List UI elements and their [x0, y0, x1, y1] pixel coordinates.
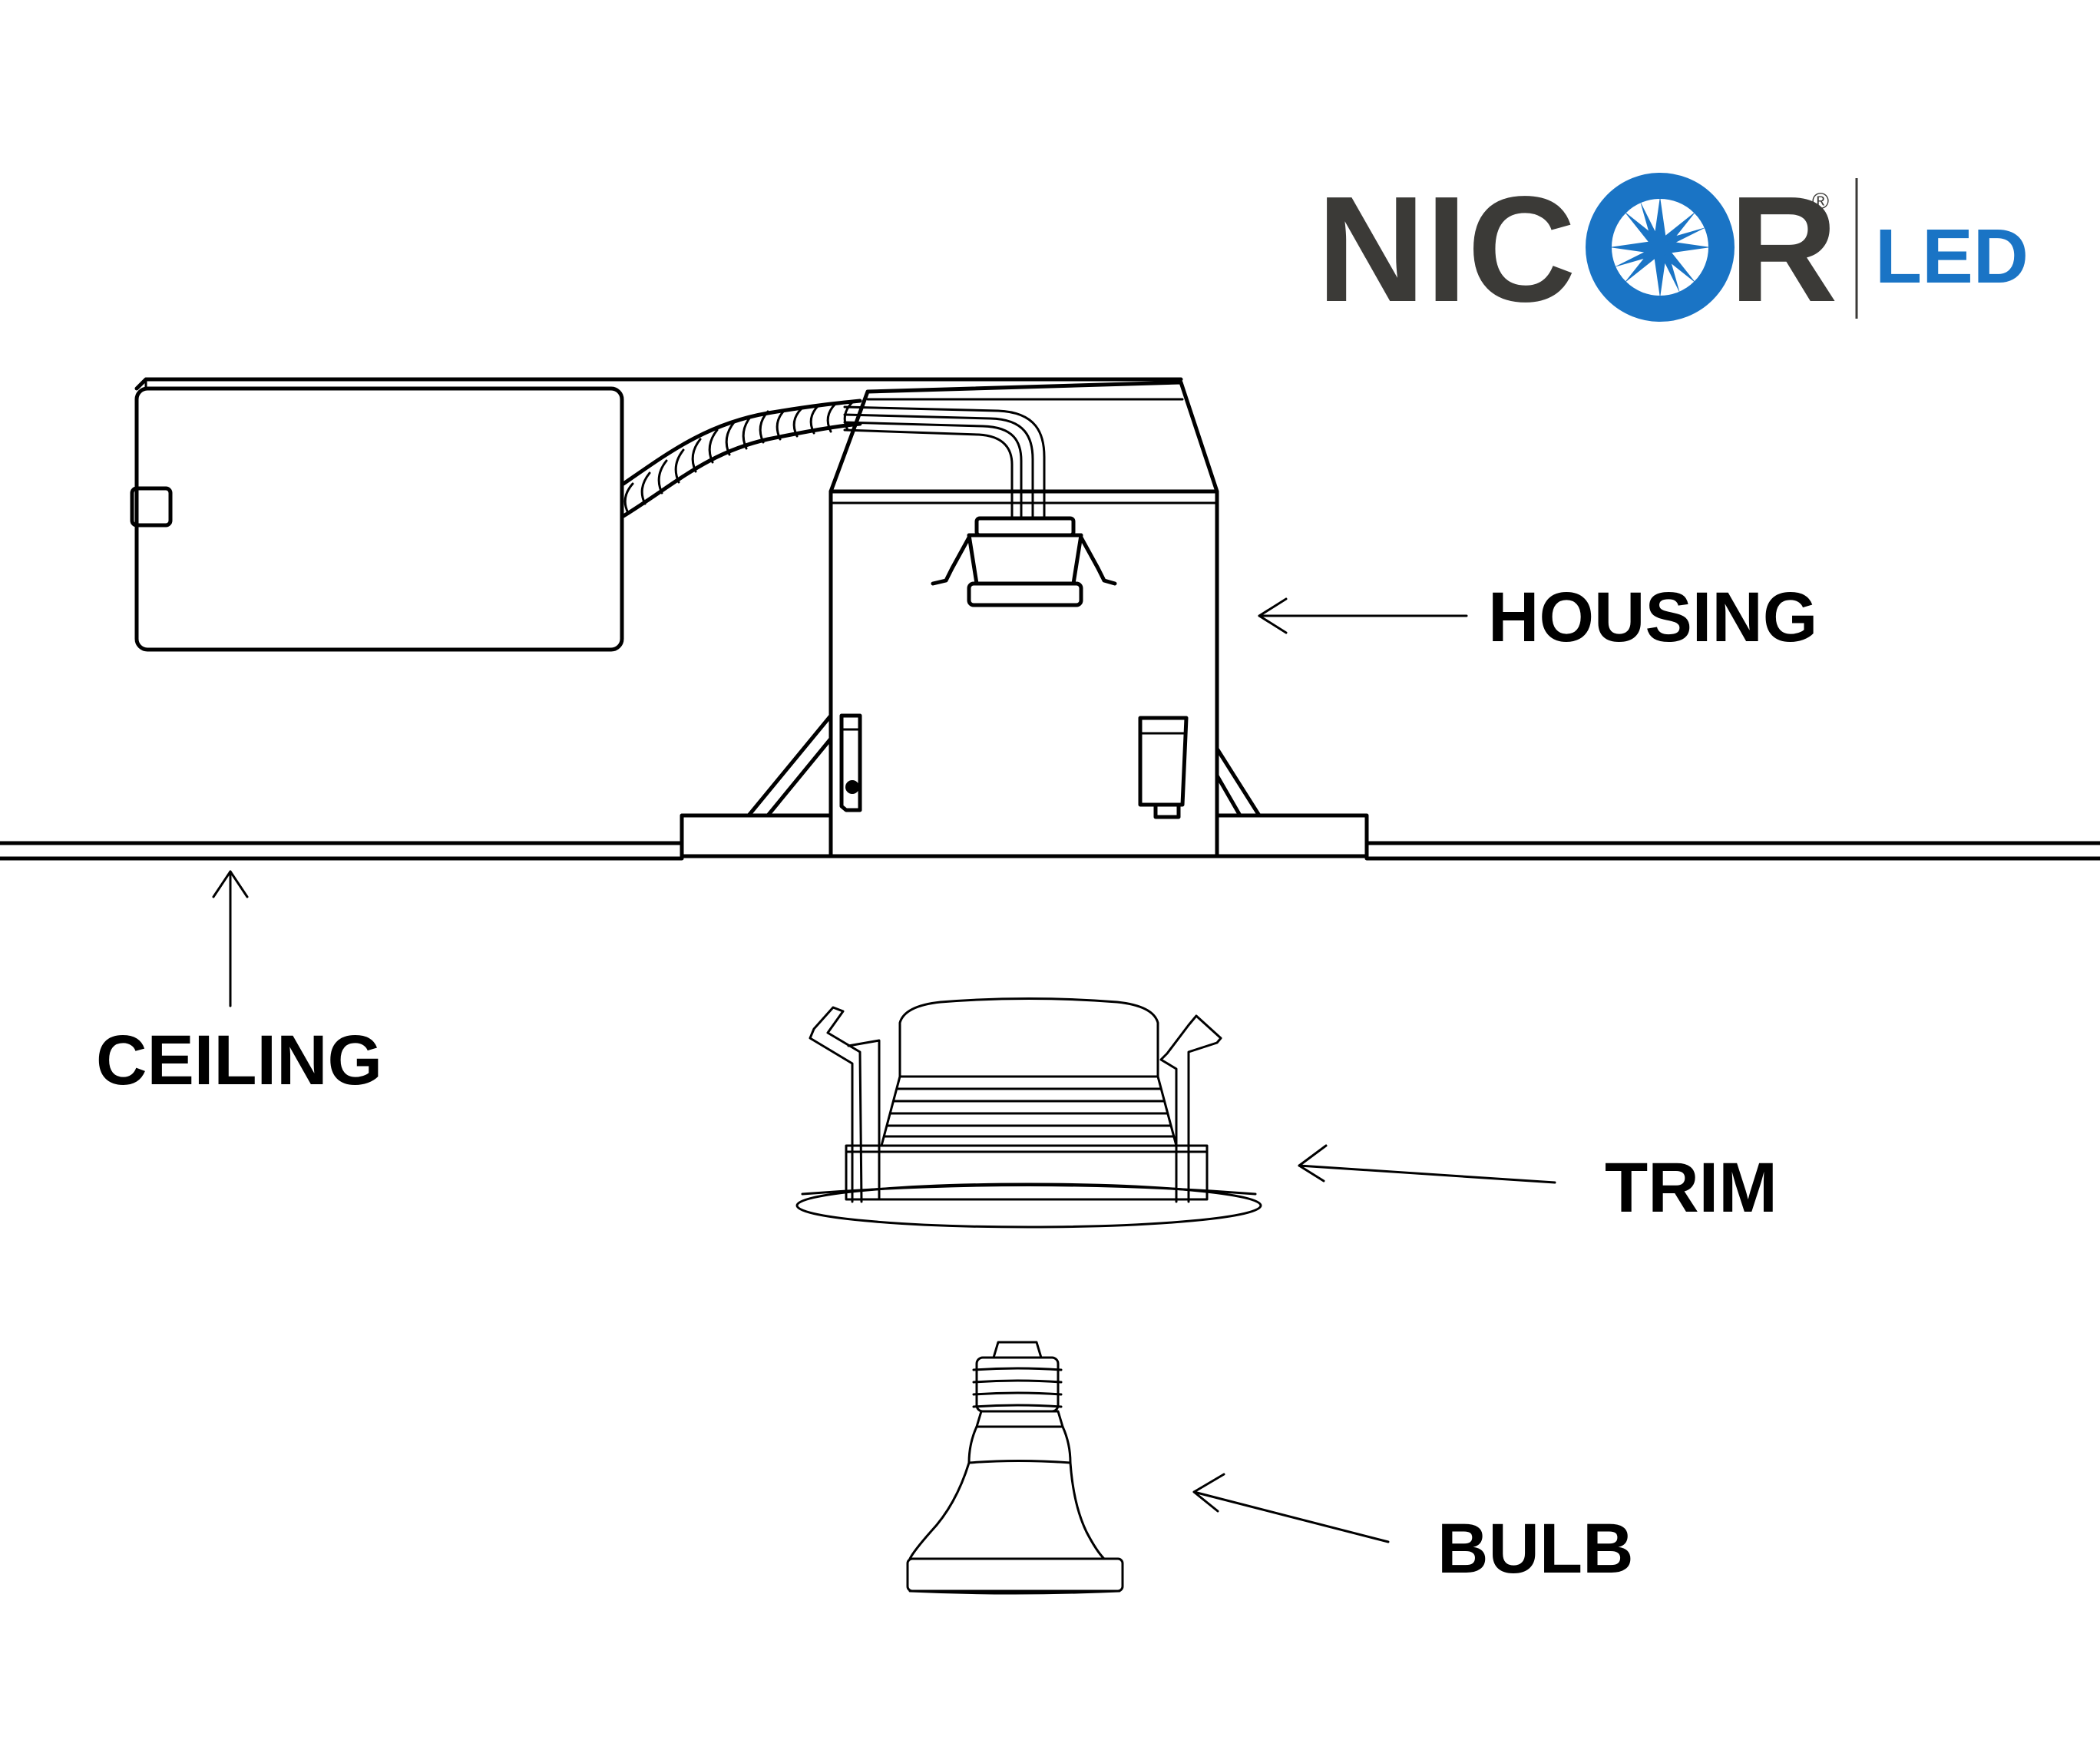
bulb-arrow — [1192, 1473, 1390, 1543]
flex-conduit — [621, 399, 1046, 520]
housing — [680, 380, 1369, 858]
logo-starburst-icon — [1586, 173, 1735, 322]
trim-label: TRIM — [1605, 1149, 1778, 1227]
trim-arrow — [1298, 1144, 1556, 1184]
ceiling-line — [0, 841, 2100, 861]
ceiling-label: CEILING — [96, 1021, 382, 1100]
logo-led-text: LED — [1875, 213, 2029, 299]
logo-text-left: NIC — [1317, 165, 1576, 333]
logo-text-right: R — [1729, 165, 1838, 333]
ceiling-arrow — [212, 870, 249, 1007]
housing-label: HOUSING — [1488, 578, 1817, 657]
junction-box — [130, 377, 1183, 652]
bulb-label: BULB — [1437, 1510, 1634, 1588]
housing-arrow — [1258, 597, 1468, 634]
trim — [795, 997, 1262, 1229]
logo-registered-mark: ® — [1812, 189, 1829, 214]
bulb — [906, 1341, 1124, 1595]
nicor-logo: NIC R ® LED — [1317, 165, 2029, 333]
